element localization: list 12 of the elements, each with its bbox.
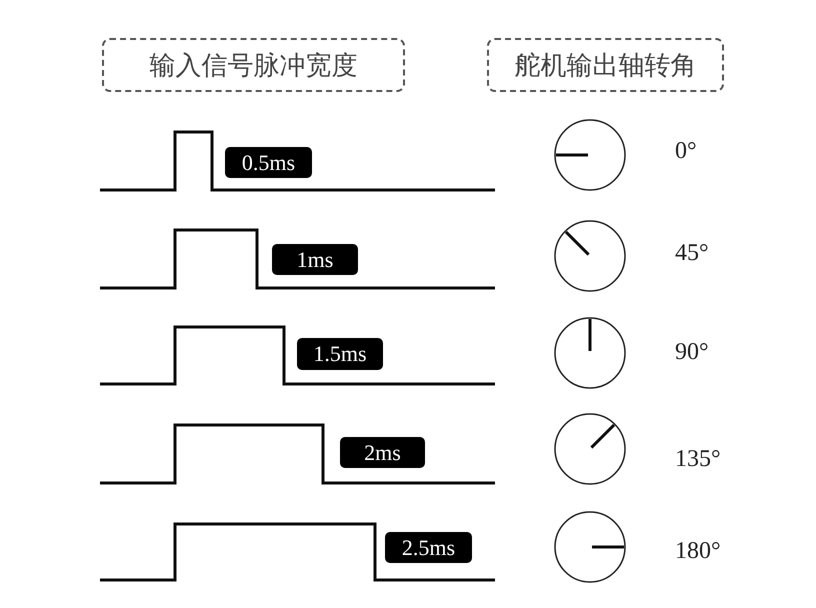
- angle-label: 90°: [675, 339, 709, 366]
- angle-label: 0°: [675, 138, 697, 165]
- duration-badge: 2ms: [340, 437, 425, 468]
- angle-label: 180°: [675, 538, 721, 565]
- heading-box: 输入信号脉冲宽度: [102, 38, 405, 92]
- duration-badge: 1ms: [272, 244, 358, 275]
- duration-badge: 0.5ms: [225, 147, 312, 178]
- angle-label: 135°: [675, 446, 721, 473]
- angle-label: 45°: [675, 240, 709, 267]
- duration-badge: 2.5ms: [385, 532, 472, 563]
- heading-box: 舵机输出轴转角: [487, 38, 724, 92]
- duration-badge: 1.5ms: [297, 338, 383, 370]
